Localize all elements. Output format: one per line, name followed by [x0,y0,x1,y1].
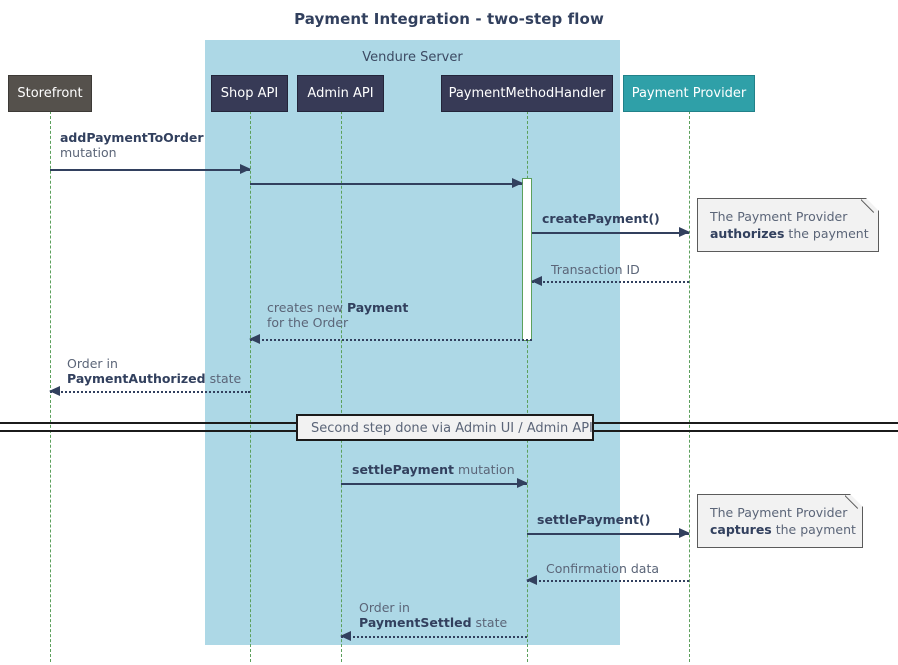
arrow-shaft [341,636,527,638]
arrow-head [531,276,542,286]
message-label-order-payment-settled: Order in PaymentSettled state [359,600,507,630]
arrow-head [526,575,537,585]
arrow-shaft [341,483,527,485]
page-title: Payment Integration - two-step flow [294,10,604,28]
lifeline-admin-api [341,111,342,662]
arrow-shaft [527,533,689,535]
activation-bar-paymentmethodhandler [522,178,532,341]
message-text: settlePayment [352,462,455,477]
note-text: The Payment Provider [710,209,848,224]
lifeline-payment-provider [689,111,690,662]
note-text: the payment [771,522,856,537]
group-label: Vendure Server [362,50,463,65]
message-text: settlePayment() [537,512,651,527]
message-text: state [205,371,242,386]
message-text: mutation [60,145,117,160]
participant-storefront[interactable]: Storefront [8,75,92,112]
note-text: the payment [784,226,869,241]
divider-label-second-step: Second step done via Admin UI / Admin AP… [296,414,594,441]
message-text: state [471,615,508,630]
message-label-add-payment-to-order: addPaymentToOrder mutation [60,130,204,160]
note-text: The Payment Provider [710,505,848,520]
participant-paymentmethodhandler[interactable]: PaymentMethodHandler [441,75,613,112]
arrow-shaft [527,580,689,582]
arrow-head [679,528,690,538]
lifeline-shop-api [250,111,251,662]
message-text: PaymentSettled [359,615,472,630]
arrow-shaft [250,183,522,185]
participant-shop-api[interactable]: Shop API [211,75,288,112]
arrow-head [517,478,528,488]
participant-admin-api[interactable]: Admin API [297,75,384,112]
message-label-settle-payment-mutation: settlePayment mutation [352,462,515,477]
message-label-confirmation-data: Confirmation data [546,561,659,576]
message-label-settle-payment-call: settlePayment() [537,512,650,527]
note-text: captures [710,522,772,537]
arrow-head [340,631,351,641]
message-label-transaction-id: Transaction ID [551,262,640,277]
message-label-create-payment: createPayment() [542,211,660,226]
message-text: mutation [454,462,515,477]
message-text: for the Order [267,315,349,330]
group-box-vendure-server [205,40,620,645]
note-fold-line-icon [861,198,879,216]
arrow-shaft [250,339,532,341]
message-text: Transaction ID [551,262,640,277]
arrow-shaft [532,232,689,234]
message-text: addPaymentToOrder [60,130,204,145]
message-label-creates-new-payment: creates new Payment for the Order [267,300,408,330]
arrow-shaft [50,391,250,393]
message-text: createPayment() [542,211,660,226]
participant-payment-provider[interactable]: Payment Provider [623,75,755,112]
arrow-head [249,334,260,344]
lifeline-paymentmethodhandler [527,111,528,662]
message-text: PaymentAuthorized [67,371,206,386]
note-text: authorizes [710,226,785,241]
message-text: creates new [267,300,347,315]
message-text: Payment [346,300,409,315]
message-label-order-payment-authorized: Order in PaymentAuthorized state [67,356,241,386]
arrow-head [679,227,690,237]
message-text: Order in [359,600,410,615]
arrow-head [512,178,523,188]
arrow-shaft [50,169,250,171]
arrow-head [240,164,251,174]
message-text: Confirmation data [546,561,660,576]
note-fold-line-icon [845,494,863,512]
note-provider-captures: The Payment Provider captures the paymen… [697,494,863,548]
arrow-shaft [532,281,689,283]
message-text: Order in [67,356,118,371]
note-provider-authorizes: The Payment Provider authorizes the paym… [697,198,879,252]
arrow-head [49,386,60,396]
